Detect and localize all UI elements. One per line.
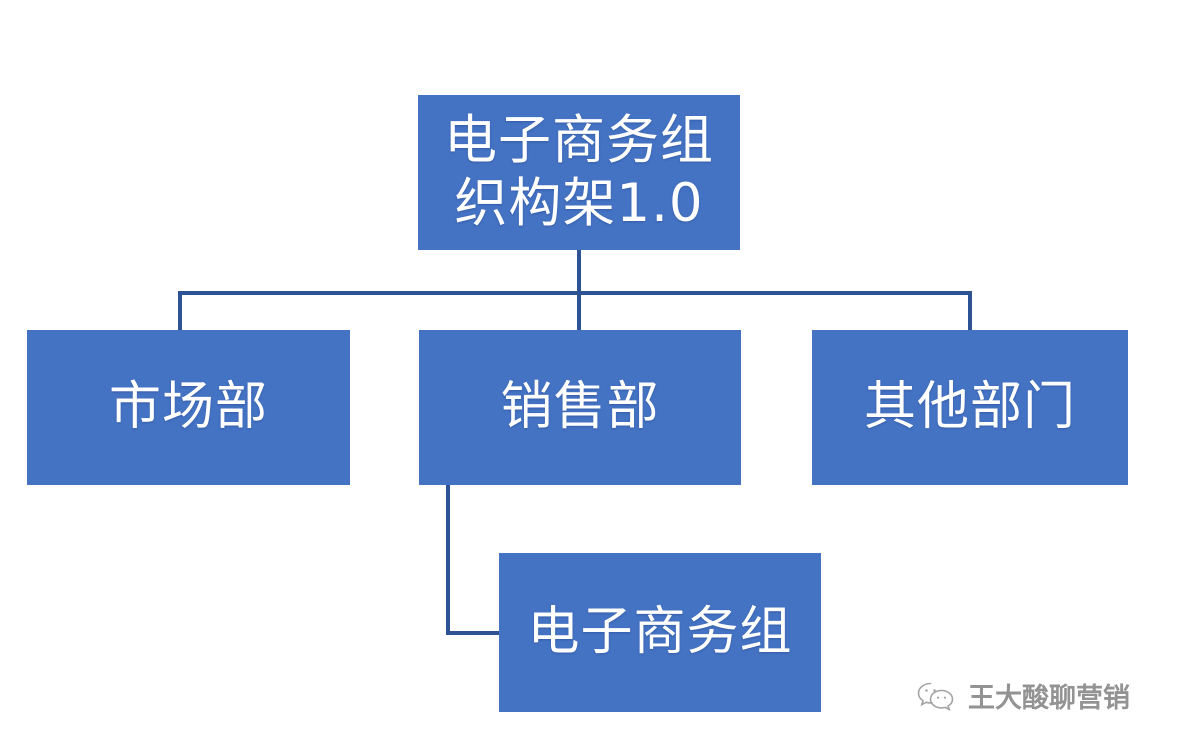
watermark: 王大酸聊营销 xyxy=(916,676,1130,715)
connector-drop-other xyxy=(968,291,972,332)
org-node-marketing[interactable]: 市场部 xyxy=(27,330,350,485)
org-node-marketing-label: 市场部 xyxy=(108,376,268,437)
org-node-root[interactable]: 电子商务组织构架1.0 xyxy=(418,95,740,250)
connector-root-stem xyxy=(577,250,581,295)
connector-drop-marketing xyxy=(178,291,182,332)
connector-drop-sales xyxy=(577,291,581,332)
org-node-ecommerce-group[interactable]: 电子商务组 xyxy=(499,553,821,712)
org-node-root-label: 电子商务组织构架1.0 xyxy=(444,109,714,234)
org-node-other-departments-label: 其他部门 xyxy=(863,376,1076,437)
connector-elbow-sales-to-ecommerce-vertical xyxy=(446,485,450,635)
wechat-logo-icon xyxy=(916,679,956,713)
org-node-ecommerce-group-label: 电子商务组 xyxy=(527,601,793,662)
org-node-other-departments[interactable]: 其他部门 xyxy=(812,330,1128,485)
watermark-text: 王大酸聊营销 xyxy=(968,683,1130,714)
connector-elbow-sales-to-ecommerce-horizontal xyxy=(446,631,503,635)
org-node-sales-label: 销售部 xyxy=(500,376,660,437)
org-node-sales[interactable]: 销售部 xyxy=(419,330,741,485)
connector-horizontal-bus xyxy=(178,291,972,295)
